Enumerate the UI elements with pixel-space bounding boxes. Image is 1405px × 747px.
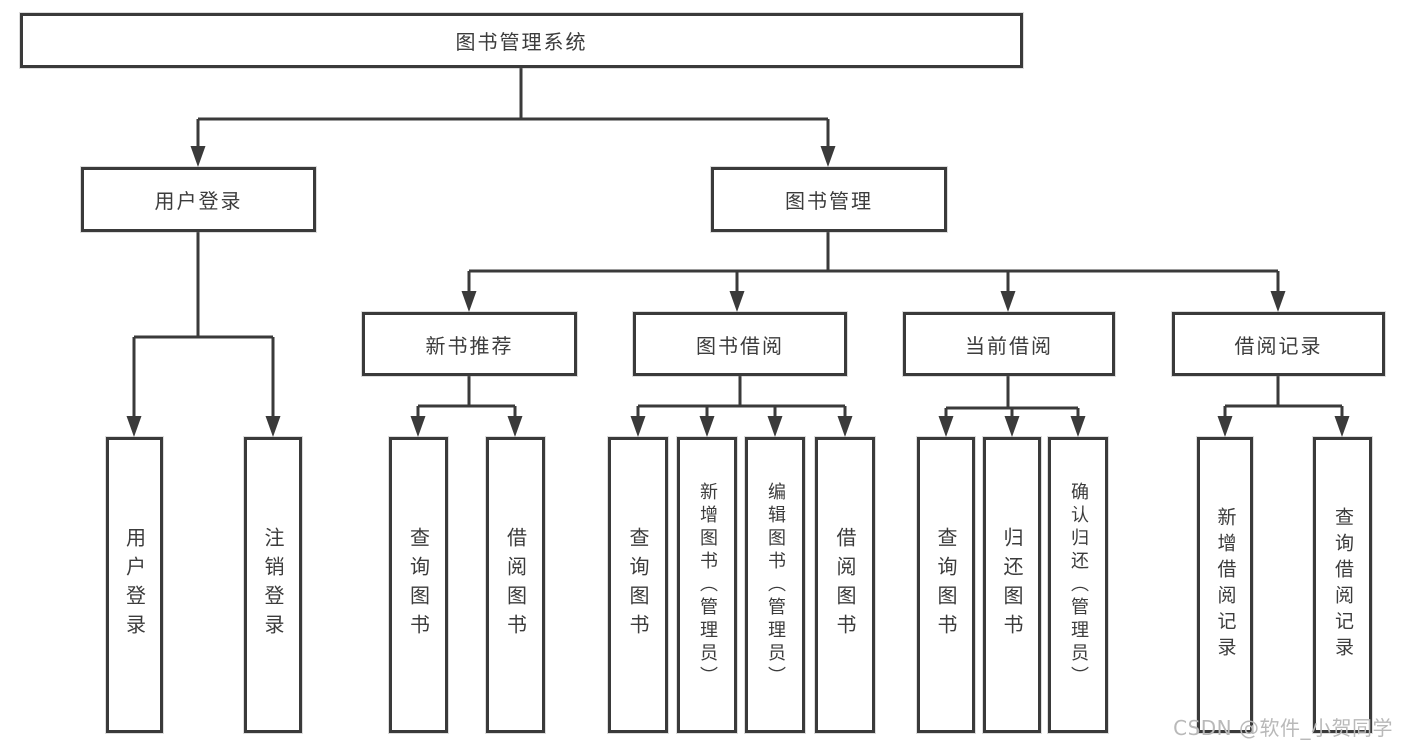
node-user-login: 用户登录: [81, 167, 316, 232]
node-root: 图书管理系统: [20, 13, 1023, 68]
leaf-return-books-label: 归还图书: [1000, 527, 1024, 643]
leaf-add-books-admin-label: 新增图书（管理员）: [697, 481, 718, 689]
node-book-borrow-label: 图书借阅: [696, 333, 784, 358]
node-new-book-recommend: 新书推荐: [362, 312, 577, 376]
leaf-add-borrow-record: 新增借阅记录: [1197, 437, 1253, 733]
leaf-add-borrow-record-label: 新增借阅记录: [1214, 507, 1237, 663]
node-book-management: 图书管理: [711, 167, 947, 232]
node-current-borrow-label: 当前借阅: [965, 333, 1053, 358]
node-borrow-records: 借阅记录: [1172, 312, 1385, 376]
csdn-watermark: CSDN @软件_小贺同学: [1173, 716, 1393, 740]
leaf-confirm-return-admin: 确认归还（管理员）: [1048, 437, 1108, 733]
leaf-recommend-borrow-books-label: 借阅图书: [503, 527, 528, 643]
node-user-login-label: 用户登录: [154, 189, 243, 213]
leaf-logout-label: 注销登录: [261, 527, 285, 643]
leaf-query-borrow-record-label: 查询借阅记录: [1332, 507, 1354, 663]
leaf-recommend-query-books: 查询图书: [389, 437, 448, 733]
leaf-current-query-books: 查询图书: [917, 437, 975, 733]
leaf-edit-books-admin-label: 编辑图书（管理员）: [765, 481, 786, 689]
leaf-recommend-query-books-label: 查询图书: [406, 527, 431, 643]
node-book-borrow: 图书借阅: [633, 312, 847, 376]
leaf-user-login-label: 用户登录: [122, 527, 147, 643]
node-book-management-label: 图书管理: [785, 189, 873, 213]
node-current-borrow: 当前借阅: [903, 312, 1115, 376]
leaf-current-query-books-label: 查询图书: [934, 527, 958, 643]
leaf-confirm-return-admin-label: 确认归还（管理员）: [1068, 481, 1089, 689]
node-borrow-records-label: 借阅记录: [1234, 333, 1323, 358]
leaf-user-login: 用户登录: [106, 437, 163, 733]
leaf-add-books-admin: 新增图书（管理员）: [677, 437, 737, 733]
leaf-edit-books-admin: 编辑图书（管理员）: [745, 437, 805, 733]
leaf-recommend-borrow-books: 借阅图书: [486, 437, 545, 733]
leaf-logout: 注销登录: [244, 437, 302, 733]
leaf-return-books: 归还图书: [983, 437, 1041, 733]
leaf-query-borrow-record: 查询借阅记录: [1313, 437, 1372, 733]
node-new-book-recommend-label: 新书推荐: [425, 333, 514, 358]
leaf-borrow-query-books: 查询图书: [608, 437, 668, 733]
node-root-label: 图书管理系统: [455, 30, 588, 54]
leaf-borrow-books-label: 借阅图书: [833, 527, 857, 643]
leaf-borrow-books: 借阅图书: [815, 437, 875, 733]
leaf-borrow-query-books-label: 查询图书: [626, 527, 650, 643]
